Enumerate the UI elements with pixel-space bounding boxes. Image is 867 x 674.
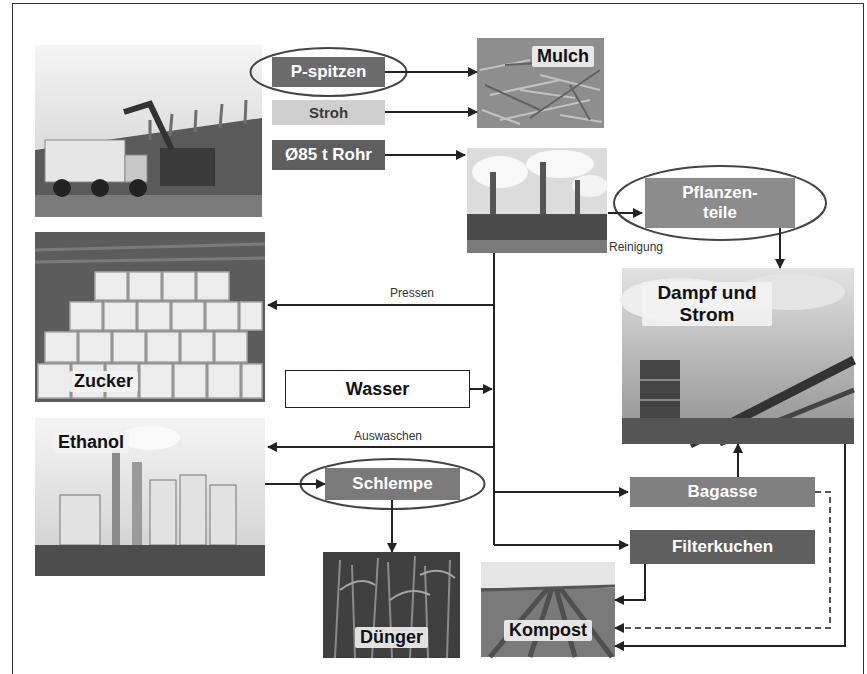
process-box: P-spitzen [272,57,385,87]
photo-node: Ethanol [35,418,265,576]
highlight-oval [251,48,407,96]
photo-label: Kompost [504,620,592,641]
process-box: Filterkuchen [630,530,815,564]
power-plant-photo [620,268,854,444]
flow-arrow [615,444,845,646]
flow-arrow [737,444,739,477]
process-box: Schlempe [325,468,460,500]
process-box: Pflanzen- teile [645,178,795,228]
box-label: Pflanzen- teile [675,183,765,222]
process-step-label: Reinigung [607,240,665,254]
sugar-photo [35,232,265,402]
highlight-oval [614,166,826,240]
photo-node: Mulch [477,38,604,128]
flow-arrow [265,483,325,485]
dashed-arrow [615,492,830,628]
process-box: Bagasse [630,477,815,507]
box-label: Stroh [309,104,348,121]
box-label: P-spitzen [291,62,367,82]
process-step-label: Auswaschen [352,429,424,443]
photo-node: Dünger [323,552,460,658]
process-step-label: Pressen [388,286,436,300]
photo-label: Mulch [532,46,594,67]
field-photo [323,552,460,658]
box-label: Bagasse [688,482,758,502]
box-label: Ø85 t Rohr [285,145,372,165]
ethanol-plant-photo [35,418,265,576]
harvest-photo [35,45,262,217]
photo-node: Dampf und Strom [622,268,854,444]
box-label: Wasser [346,379,409,400]
box-label: Schlempe [352,474,432,494]
photo-label: Dünger [355,627,428,648]
photo-label: Zucker [69,371,138,392]
mulch-photo [477,38,604,128]
box-label: Filterkuchen [672,537,773,557]
flow-arrow [779,228,781,268]
photo-label: Ethanol [53,432,129,453]
flow-arrow [385,111,477,113]
photo-label: Dampf und Strom [642,282,772,326]
process-lines [268,155,642,545]
process-box: Ø85 t Rohr [272,140,385,170]
process-box: Wasser [285,370,470,408]
flow-arrow [385,71,477,73]
flow-arrow [615,564,645,600]
compost-photo [481,562,615,657]
process-box: Stroh [272,100,385,125]
factory-photo [467,148,608,253]
photo-node: Kompost [481,562,615,657]
frame [13,4,864,674]
flow-arrow [391,500,393,552]
photo-node: Zucker [35,232,265,402]
